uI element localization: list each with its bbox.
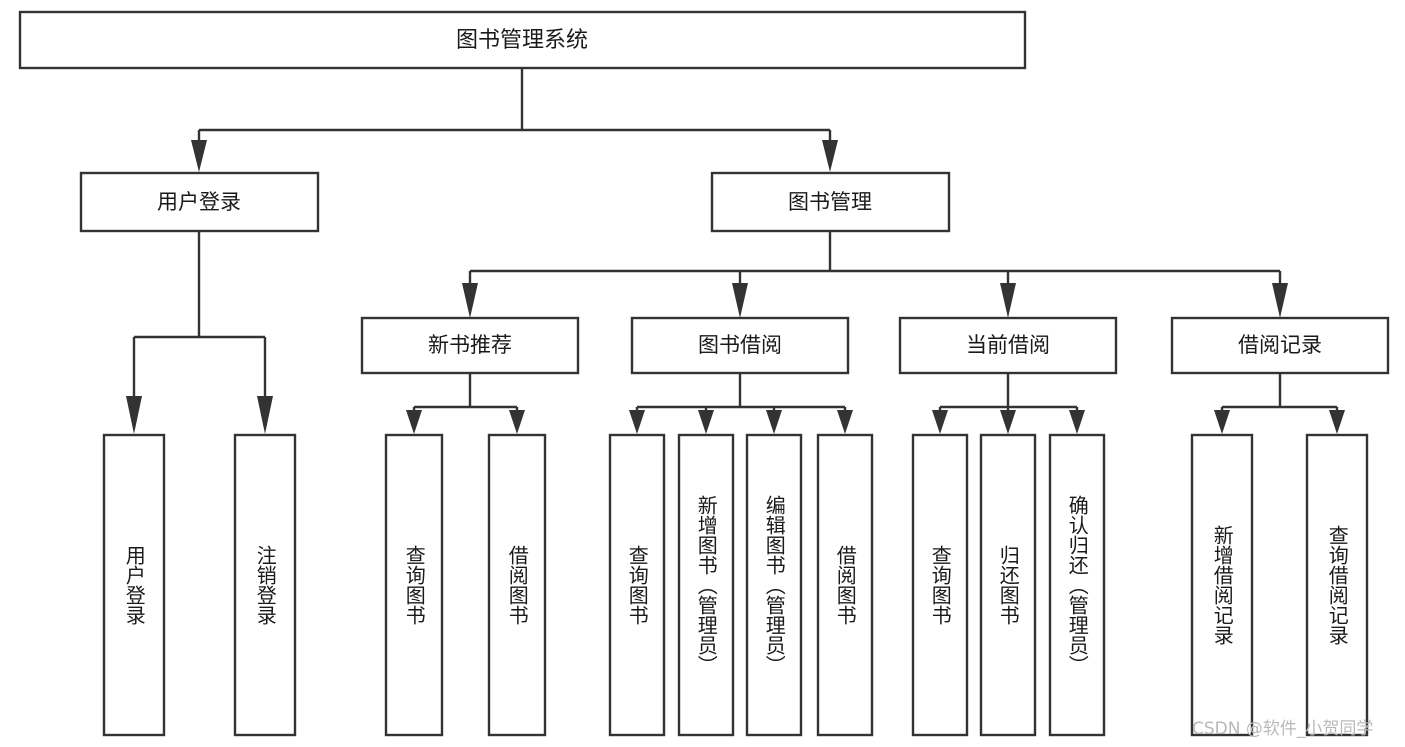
arrow-to-leaf-add-record <box>1214 410 1230 434</box>
arrow-to-leaf-query-book-1 <box>406 410 422 434</box>
node-box-leaf-borrow-book-2[interactable] <box>816 433 874 737</box>
node-box-leaf-query-record[interactable] <box>1305 433 1369 737</box>
arrow-to-borrow-record <box>1272 283 1288 318</box>
node-box-leaf-query-book-3[interactable] <box>911 433 969 737</box>
arrow-to-book-borrow <box>732 283 748 318</box>
node-label-borrow-record: 借阅记录 <box>1238 333 1322 357</box>
node-box-new-book-recommend[interactable] <box>360 316 580 375</box>
arrow-to-leaf-query-book-3 <box>932 410 948 434</box>
node-box-leaf-confirm-return[interactable] <box>1048 433 1106 737</box>
node-box-leaf-logout-login[interactable] <box>233 433 297 737</box>
node-layer: 图书管理系统 用户登录 图书管理 新书推荐 图书借阅 当前借阅 借阅记录 <box>18 10 1390 737</box>
node-label-book-manage: 图书管理 <box>788 190 872 214</box>
arrow-to-leaf-logout-login <box>257 396 273 434</box>
arrow-to-leaf-query-book-2 <box>629 410 645 434</box>
node-label-new-book-recommend: 新书推荐 <box>428 333 512 357</box>
node-label-root: 图书管理系统 <box>456 28 588 53</box>
arrow-to-leaf-query-record <box>1329 410 1345 434</box>
node-box-leaf-query-book-1[interactable] <box>384 433 444 737</box>
arrow-to-leaf-edit-book <box>766 410 782 434</box>
arrow-to-user-login <box>191 140 207 172</box>
node-box-leaf-edit-book[interactable] <box>745 433 803 737</box>
connector-layer <box>126 68 1345 434</box>
node-box-leaf-query-book-2[interactable] <box>608 433 666 737</box>
node-label-current-borrow: 当前借阅 <box>966 333 1050 357</box>
arrow-to-leaf-borrow-book-2 <box>837 410 853 434</box>
node-label-book-borrow: 图书借阅 <box>698 333 782 357</box>
node-box-leaf-return-book[interactable] <box>979 433 1037 737</box>
arrow-to-leaf-confirm-return <box>1069 410 1085 434</box>
node-box-current-borrow[interactable] <box>898 316 1118 375</box>
arrow-to-new-book-recommend <box>462 283 478 318</box>
node-box-leaf-user-login[interactable] <box>102 433 166 737</box>
arrow-to-leaf-return-book <box>1000 410 1016 434</box>
node-box-leaf-borrow-book-1[interactable] <box>487 433 547 737</box>
node-box-leaf-add-book[interactable] <box>677 433 735 737</box>
arrow-to-leaf-borrow-book-1 <box>509 410 525 434</box>
node-label-user-login: 用户登录 <box>157 190 241 214</box>
arrow-to-leaf-add-book <box>698 410 714 434</box>
node-box-user-login[interactable] <box>79 171 320 233</box>
node-box-root[interactable] <box>18 10 1027 70</box>
node-box-book-borrow[interactable] <box>630 316 850 375</box>
node-box-book-manage[interactable] <box>710 171 951 233</box>
node-box-borrow-record[interactable] <box>1170 316 1390 375</box>
arrow-to-book-manage <box>822 140 838 172</box>
arrow-to-leaf-user-login <box>126 396 142 434</box>
arrow-to-current-borrow <box>1000 283 1016 318</box>
node-box-leaf-add-record[interactable] <box>1190 433 1254 737</box>
